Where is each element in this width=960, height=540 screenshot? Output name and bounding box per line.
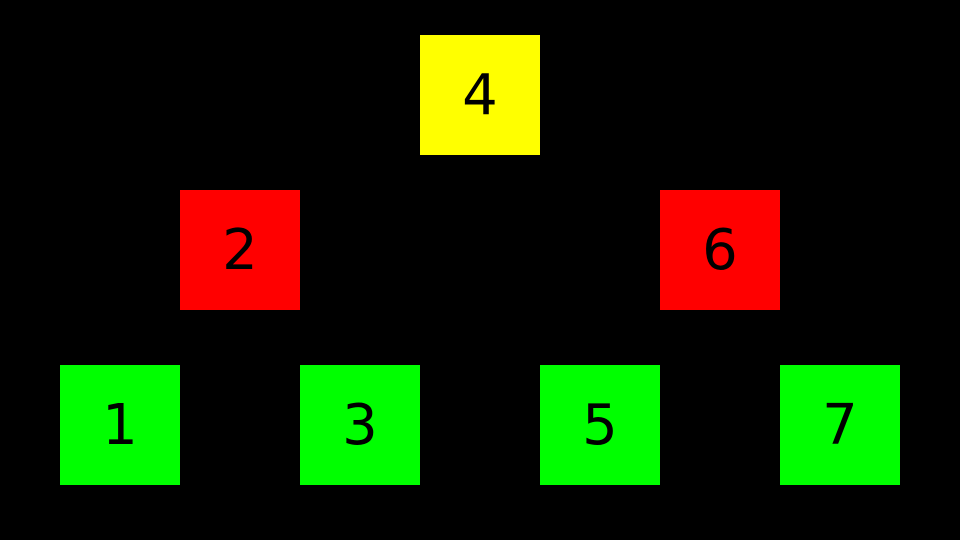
tree-node-5[interactable]: 5 bbox=[540, 365, 660, 485]
tree-node-1[interactable]: 1 bbox=[60, 365, 180, 485]
tree-node-label: 2 bbox=[222, 218, 258, 283]
tree-node-label: 1 bbox=[102, 393, 138, 458]
tree-node-label: 6 bbox=[702, 218, 738, 283]
tree-node-label: 3 bbox=[342, 393, 378, 458]
tree-node-label: 7 bbox=[822, 393, 858, 458]
tree-node-2[interactable]: 2 bbox=[180, 190, 300, 310]
tree-node-7[interactable]: 7 bbox=[780, 365, 900, 485]
tree-node-3[interactable]: 3 bbox=[300, 365, 420, 485]
tree-node-label: 5 bbox=[582, 393, 618, 458]
tree-node-label: 4 bbox=[462, 63, 498, 128]
tree-node-4[interactable]: 4 bbox=[420, 35, 540, 155]
tree-node-6[interactable]: 6 bbox=[660, 190, 780, 310]
